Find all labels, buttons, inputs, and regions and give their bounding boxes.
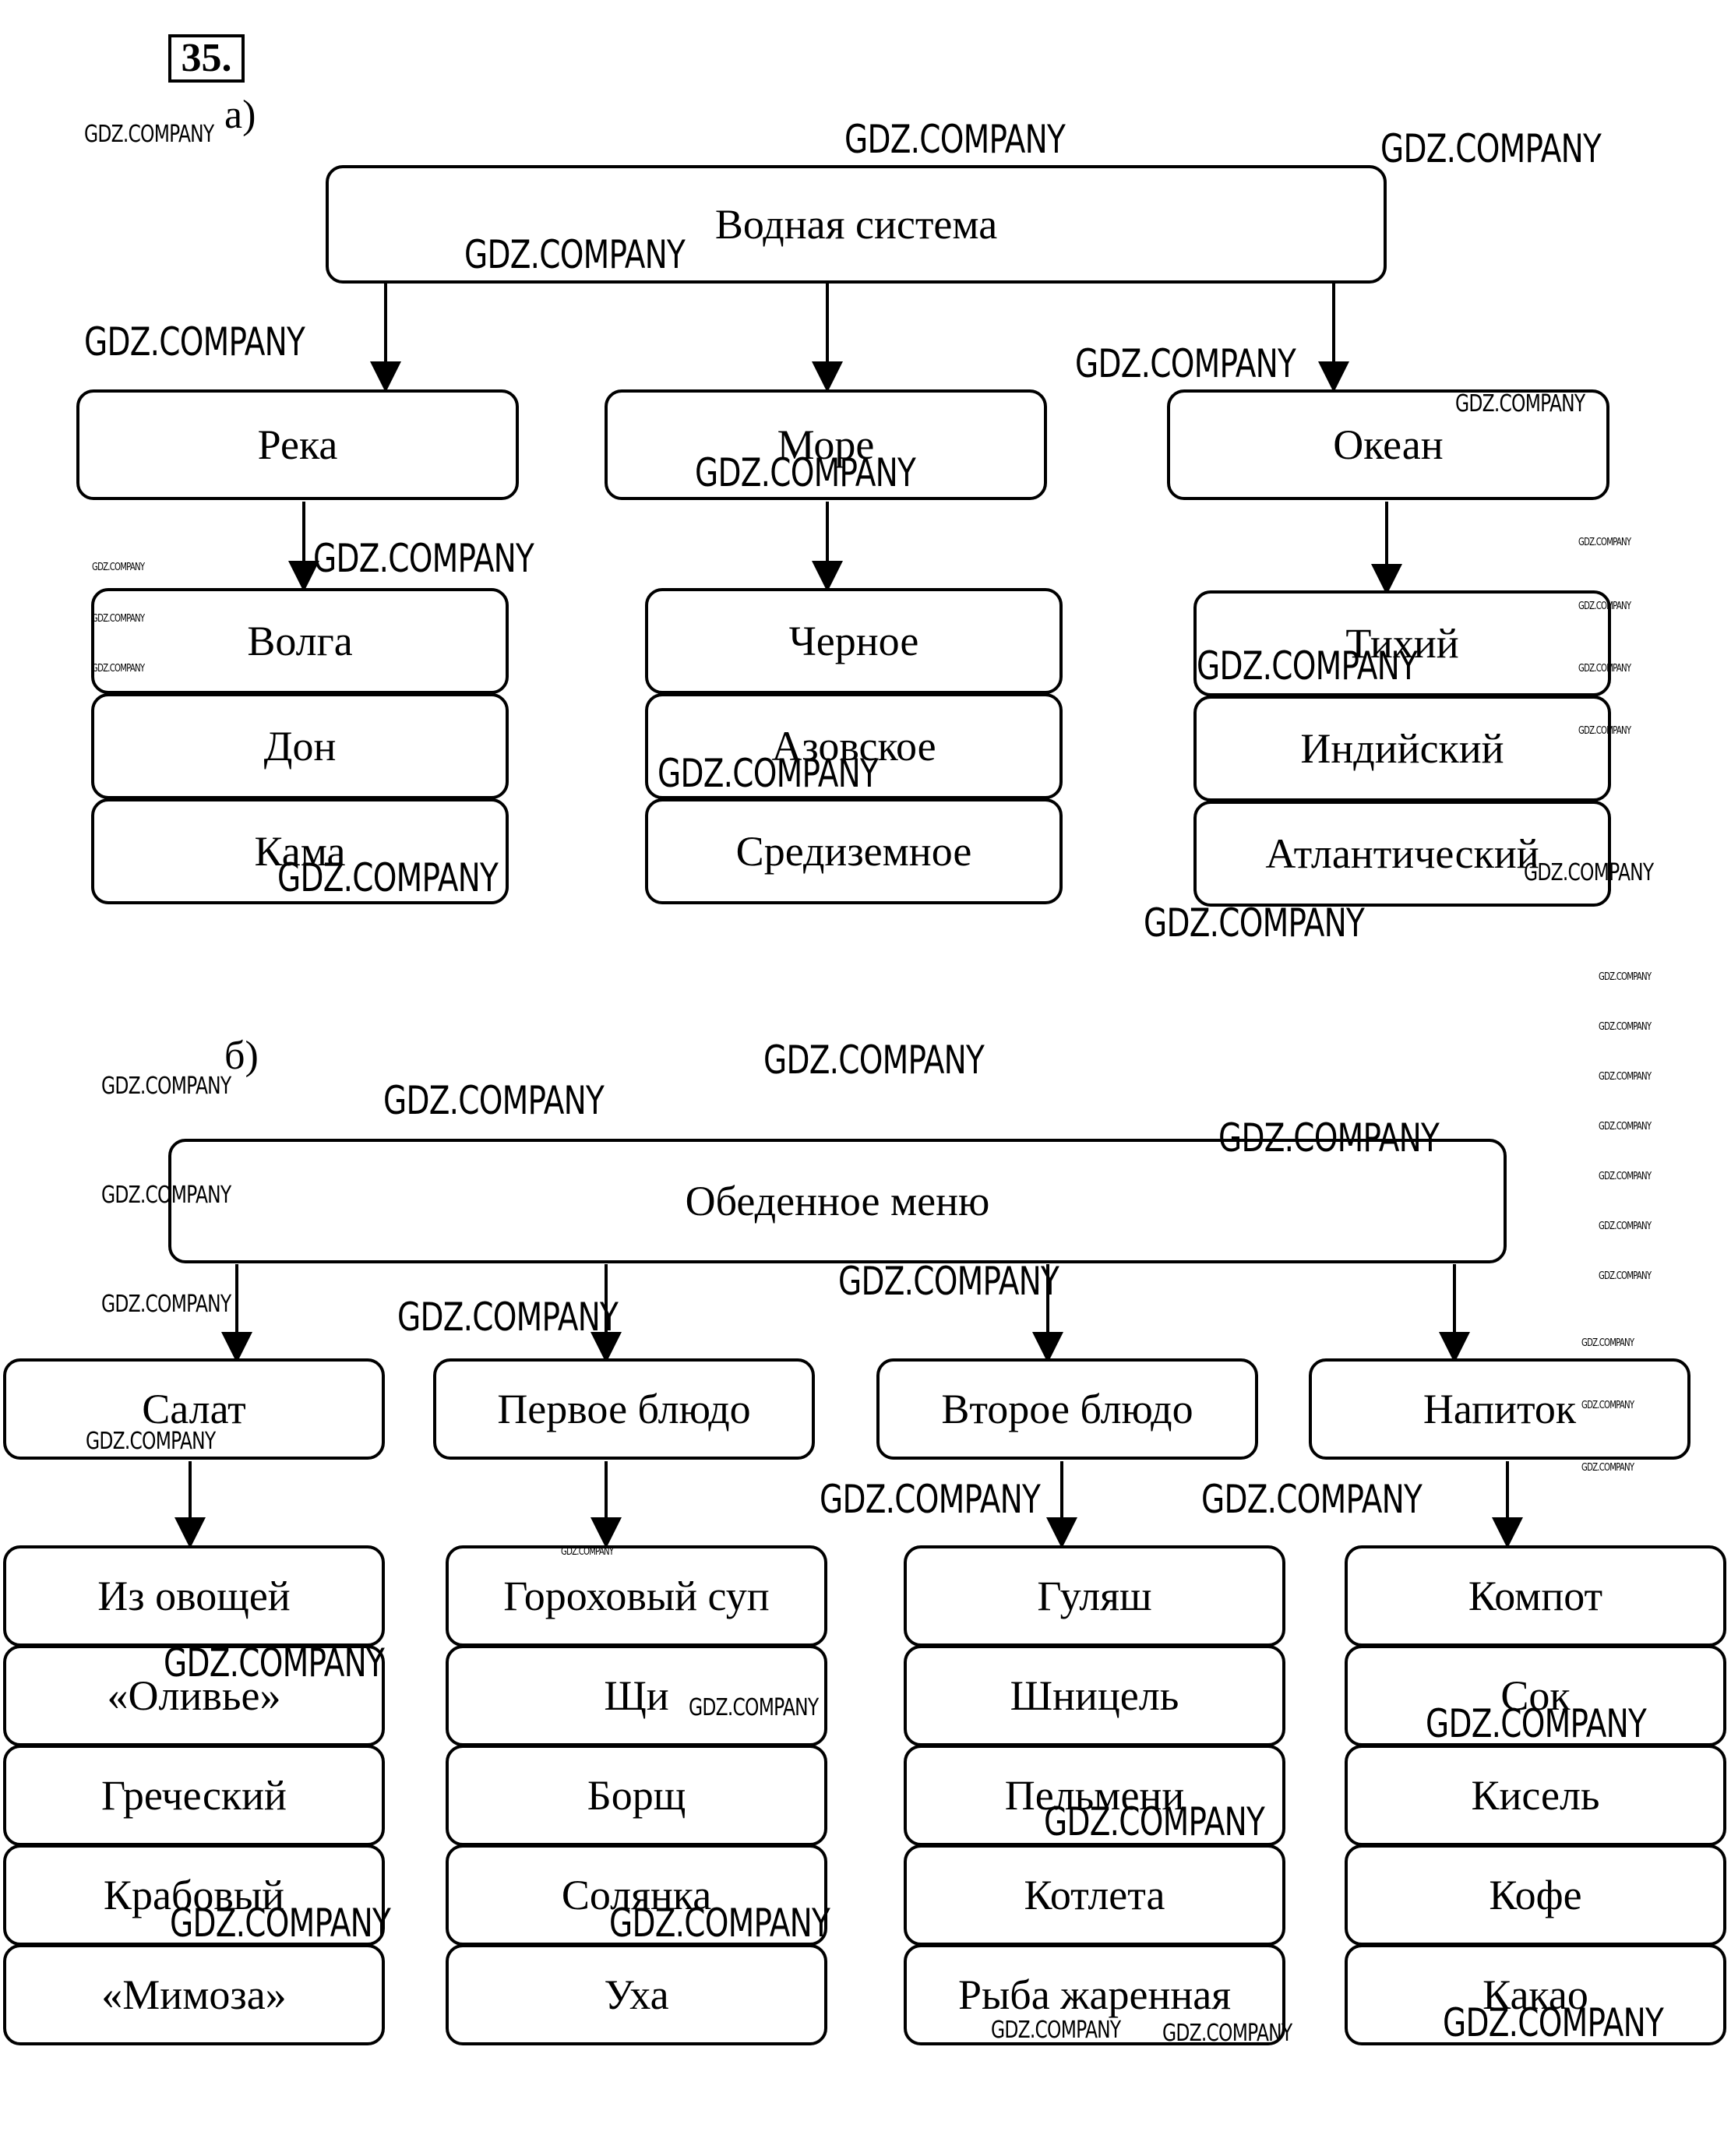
- watermark: GDZ.COMPANY: [838, 1259, 1059, 1304]
- item-kotleta: Котлета: [904, 1844, 1285, 1946]
- watermark: GDZ.COMPANY: [1599, 1270, 1652, 1282]
- watermark: GDZ.COMPANY: [689, 1694, 819, 1721]
- watermark: GDZ.COMPANY: [695, 450, 916, 495]
- watermark: GDZ.COMPANY: [1599, 1021, 1652, 1033]
- watermark: GDZ.COMPANY: [1581, 1337, 1634, 1349]
- root-b-node: Обеденное меню: [168, 1139, 1507, 1263]
- item-ryba-zharennaya: Рыба жаренная: [904, 1944, 1285, 2045]
- item-don: Дон: [91, 693, 509, 799]
- watermark: GDZ.COMPANY: [1578, 663, 1631, 675]
- item-tikhiy: Тихий: [1193, 590, 1611, 696]
- watermark: GDZ.COMPANY: [1578, 601, 1631, 612]
- watermark: GDZ.COMPANY: [1599, 971, 1652, 983]
- watermark: GDZ.COMPANY: [1524, 859, 1654, 886]
- item-iz-ovoshchey: Из овощей: [3, 1545, 385, 1647]
- category-napitok: Напиток: [1309, 1358, 1690, 1460]
- watermark: GDZ.COMPANY: [92, 663, 145, 675]
- watermark: GDZ.COMPANY: [84, 121, 214, 148]
- category-salat: Салат: [3, 1358, 385, 1460]
- watermark: GDZ.COMPANY: [1599, 1071, 1652, 1083]
- item-shchi: Щи: [446, 1645, 827, 1746]
- watermark: GDZ.COMPANY: [277, 855, 499, 900]
- item-azovskoe: Азовское: [645, 693, 1063, 799]
- part-b-label: б): [224, 1034, 259, 1078]
- watermark: GDZ.COMPANY: [1599, 1121, 1652, 1133]
- watermark: GDZ.COMPANY: [397, 1295, 619, 1340]
- watermark: GDZ.COMPANY: [170, 1901, 391, 1946]
- item-borshch: Борщ: [446, 1745, 827, 1846]
- item-indiyskiy: Индийский: [1193, 696, 1611, 801]
- watermark: GDZ.COMPANY: [84, 319, 305, 365]
- watermark: GDZ.COMPANY: [657, 751, 879, 796]
- watermark: GDZ.COMPANY: [101, 1073, 231, 1100]
- category-more: Море: [605, 389, 1047, 500]
- watermark: GDZ.COMPANY: [1201, 1477, 1423, 1522]
- item-kofe: Кофе: [1345, 1844, 1726, 1946]
- watermark: GDZ.COMPANY: [1044, 1799, 1265, 1844]
- item-grecheskiy: Греческий: [3, 1745, 385, 1846]
- item-atlanticheskiy: Атлантический: [1193, 801, 1611, 907]
- watermark: GDZ.COMPANY: [1426, 1701, 1647, 1746]
- item-kompot: Компот: [1345, 1545, 1726, 1647]
- watermark: GDZ.COMPANY: [561, 1546, 614, 1558]
- watermark: GDZ.COMPANY: [1599, 1171, 1652, 1182]
- part-a-label: а): [224, 93, 256, 137]
- item-sok: Сок: [1345, 1645, 1726, 1746]
- watermark: GDZ.COMPANY: [1218, 1115, 1440, 1161]
- item-ukha: Уха: [446, 1944, 827, 2045]
- category-reka: Река: [76, 389, 519, 500]
- item-kisel: Кисель: [1345, 1745, 1726, 1846]
- watermark: GDZ.COMPANY: [1599, 1221, 1652, 1232]
- watermark: GDZ.COMPANY: [92, 562, 145, 573]
- watermark: GDZ.COMPANY: [164, 1640, 385, 1686]
- item-krabovyy: Крабовый: [3, 1844, 385, 1946]
- watermark: GDZ.COMPANY: [763, 1037, 985, 1083]
- item-mimoza: «Мимоза»: [3, 1944, 385, 2045]
- watermark: GDZ.COMPANY: [1075, 341, 1296, 386]
- watermark: GDZ.COMPANY: [101, 1182, 231, 1209]
- watermark: GDZ.COMPANY: [86, 1428, 216, 1455]
- watermark: GDZ.COMPANY: [820, 1477, 1041, 1522]
- watermark: GDZ.COMPANY: [991, 2017, 1121, 2044]
- watermark: GDZ.COMPANY: [1578, 537, 1631, 548]
- watermark: GDZ.COMPANY: [1380, 126, 1602, 171]
- watermark: GDZ.COMPANY: [1443, 2000, 1664, 2045]
- item-chernoe: Черное: [645, 588, 1063, 694]
- root-a-node: Водная система: [326, 165, 1387, 284]
- item-solyanka: Солянка: [446, 1844, 827, 1946]
- watermark: GDZ.COMPANY: [609, 1901, 830, 1946]
- category-pervoe-blyudo: Первое блюдо: [433, 1358, 815, 1460]
- category-vtoroe-blyudo: Второе блюдо: [876, 1358, 1258, 1460]
- item-sredizemnoe: Средиземное: [645, 798, 1063, 904]
- watermark: GDZ.COMPANY: [844, 117, 1066, 162]
- watermark: GDZ.COMPANY: [92, 613, 145, 625]
- watermark: GDZ.COMPANY: [1581, 1462, 1634, 1474]
- watermark: GDZ.COMPANY: [101, 1291, 231, 1318]
- item-kama: Кама: [91, 798, 509, 904]
- category-okean: Океан: [1167, 389, 1609, 500]
- watermark: GDZ.COMPANY: [1162, 2020, 1292, 2047]
- exercise-number: 35.: [168, 34, 245, 83]
- item-gorokhovyy-sup: Гороховый суп: [446, 1545, 827, 1647]
- item-kakao: Какао: [1345, 1944, 1726, 2045]
- watermark: GDZ.COMPANY: [383, 1078, 605, 1123]
- watermark: GDZ.COMPANY: [1455, 390, 1585, 417]
- watermark: GDZ.COMPANY: [1144, 900, 1365, 946]
- watermark: GDZ.COMPANY: [464, 232, 686, 277]
- item-gulyash: Гуляш: [904, 1545, 1285, 1647]
- item-pelmeni: Пельмени: [904, 1745, 1285, 1846]
- watermark: GDZ.COMPANY: [1581, 1400, 1634, 1411]
- watermark: GDZ.COMPANY: [313, 536, 534, 581]
- watermark: GDZ.COMPANY: [1197, 643, 1418, 689]
- item-volga: Волга: [91, 588, 509, 694]
- watermark: GDZ.COMPANY: [1578, 725, 1631, 737]
- item-shnitsel: Шницель: [904, 1645, 1285, 1746]
